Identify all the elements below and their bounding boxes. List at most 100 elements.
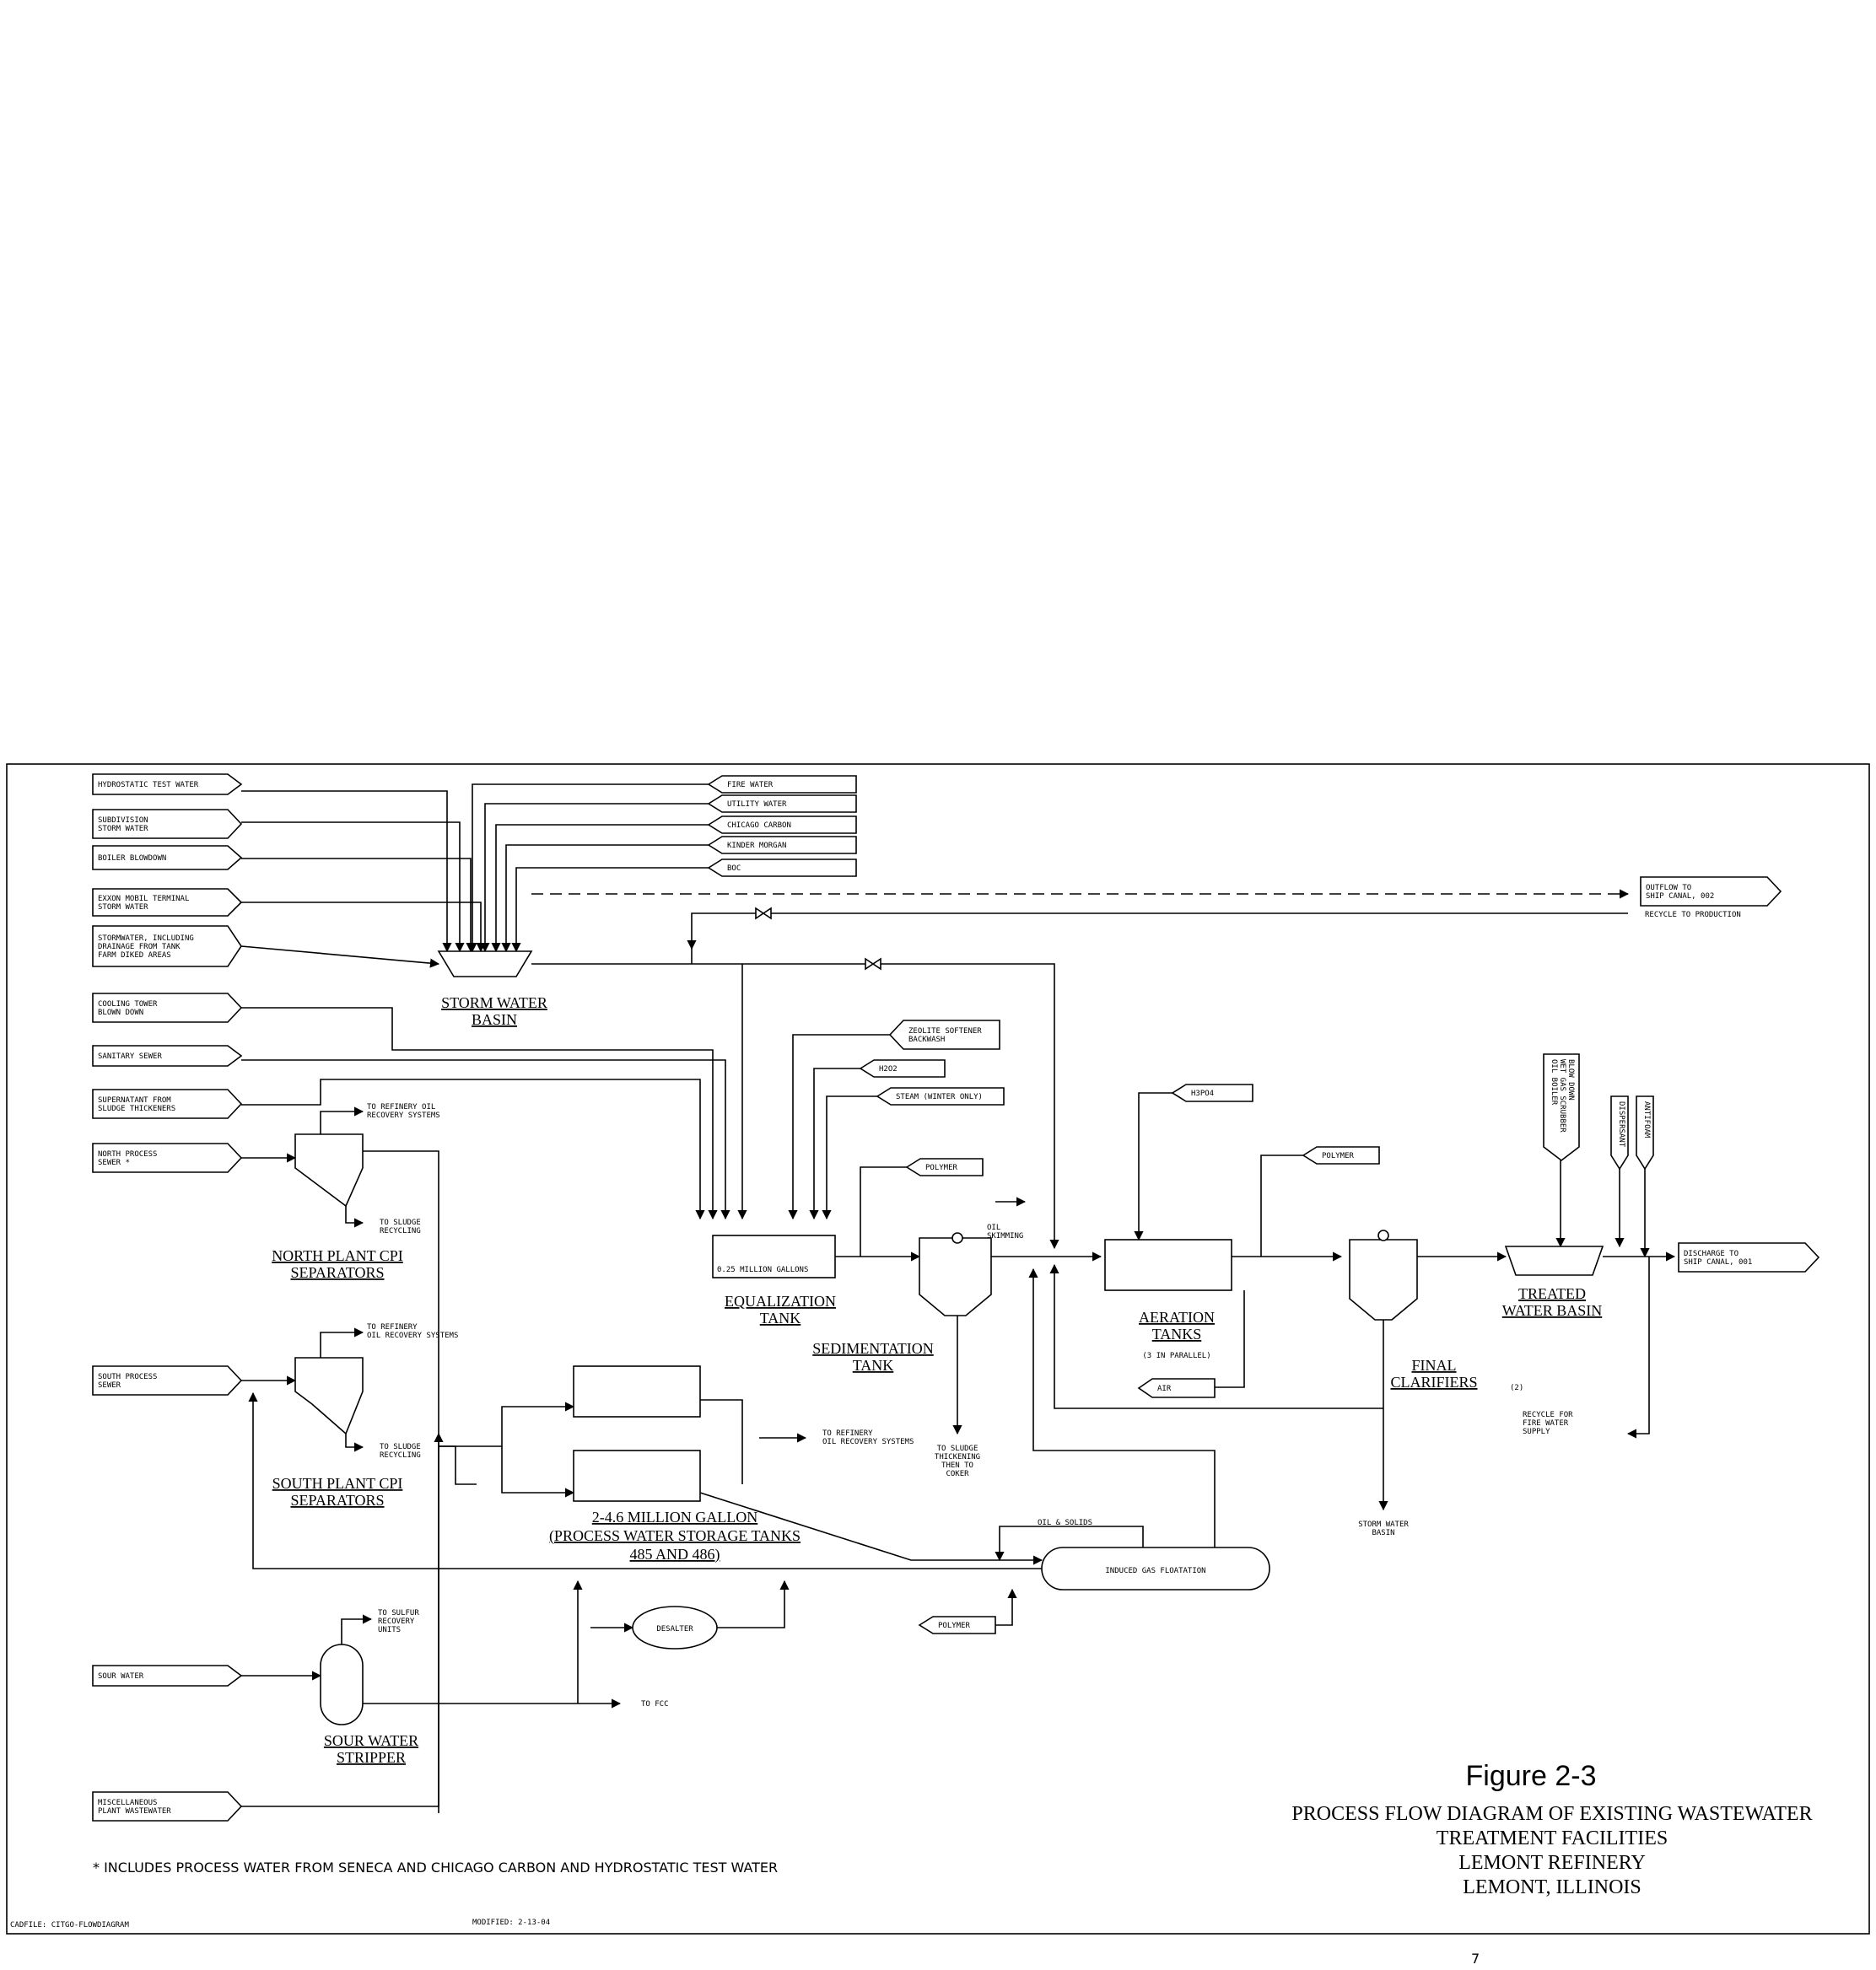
oil-boiler-tag-text: OIL BOILER (1550, 1059, 1558, 1106)
h2o2-tag-text: H2O2 (879, 1065, 898, 1074)
storm-feed-top-1 (467, 783, 709, 953)
oil-boiler-tag (1543, 1053, 1580, 1162)
igf-recycle-line (248, 1391, 1042, 1569)
steam-tag (876, 1087, 1005, 1106)
north-oil-line (320, 1106, 364, 1134)
input-tag-3-text: BOILER BLOWDOWN (98, 854, 166, 863)
input-tag-top-4-text: KINDER MORGAN (727, 842, 786, 850)
supernatant-line (241, 1079, 705, 1220)
input-tag-4 (92, 888, 243, 917)
input-tag-7-text: SANITARY SEWER (98, 1052, 162, 1061)
polymer-tag-2-text: POLYMER (1322, 1152, 1355, 1160)
storm-water-basin (437, 950, 533, 977)
figure-title-line-1: PROCESS FLOW DIAGRAM OF EXISTING WASTEWA… (1291, 1803, 1812, 1825)
steam-tag-text: STEAM (WINTER ONLY) (896, 1093, 983, 1101)
clarifier-recycle-line (1049, 1263, 1383, 1409)
sanitary-sewer-line (241, 1059, 730, 1220)
input-tag-6 (92, 993, 243, 1023)
input-tag-top-4 (707, 836, 857, 854)
south-cpi-separator (294, 1357, 364, 1435)
dispersant-tag (1610, 1095, 1629, 1171)
desalter (632, 1606, 718, 1650)
desalter-text: DESALTER (656, 1625, 693, 1634)
input-tag-11 (92, 1665, 243, 1687)
valve-1 (865, 957, 881, 971)
oil-solids-line (995, 1526, 1144, 1562)
h2o2-line (809, 1068, 860, 1220)
igf-to-aeration-line (1028, 1268, 1216, 1547)
south-effluent-join (439, 1445, 477, 1485)
valve-2 (755, 907, 772, 920)
aeration-sub-text: (3 IN PARALLEL) (1142, 1352, 1210, 1360)
eq-capacity-text: 0.25 MILLION GALLONS (717, 1266, 808, 1274)
desalter-out-line (717, 1580, 790, 1628)
antifoam-tag-text: ANTIFOAM (1642, 1101, 1651, 1138)
to-fcc-text: TO FCC (641, 1700, 669, 1709)
input-tag-7 (92, 1045, 243, 1067)
h3po4-tag (1171, 1084, 1253, 1102)
input-tag-top-1 (707, 775, 857, 794)
aeration-tanks (1104, 1239, 1232, 1291)
input-tag-top-2 (707, 794, 857, 813)
north-sludge-line (345, 1206, 364, 1228)
cad-file-label: CADFILE: CITGO-FLOWDIAGRAM (10, 1921, 129, 1930)
to-storage-1-line (439, 1402, 575, 1447)
recycle-fire-line (1626, 1257, 1650, 1439)
input-tag-8 (92, 1089, 243, 1119)
final-clarifiers-count-text: (2) (1510, 1384, 1523, 1392)
input-tag-1 (92, 773, 243, 795)
storm-feed-top-5 (511, 867, 709, 953)
storm-feed-1 (241, 790, 452, 953)
storm-feed-2 (241, 821, 465, 953)
igf-text: INDUCED GAS FLOATATION (1105, 1567, 1205, 1575)
input-tag-12 (92, 1791, 243, 1822)
input-tag-2 (92, 809, 243, 839)
storage-tank-486 (573, 1450, 701, 1502)
input-tag-9 (92, 1143, 243, 1173)
south-sludge-line (345, 1434, 364, 1452)
oil-boiler-tag-text: BLOW DOWN (1566, 1059, 1575, 1101)
polymer-tag-3 (918, 1616, 996, 1634)
input-tag-5 (92, 925, 242, 967)
storm-outlet-line (531, 963, 1059, 1250)
input-tag-top-1-text: FIRE WATER (727, 781, 774, 789)
polymer-tag-1-text: POLYMER (925, 1164, 958, 1172)
oil-boiler-tag-text: WET GAS SCRUBBER (1558, 1059, 1566, 1133)
sour-water-stripper (320, 1644, 364, 1725)
input-tag-10 (92, 1365, 243, 1396)
recycle-production-text: RECYCLE TO PRODUCTION (1645, 911, 1741, 919)
polymer-1-line (860, 1166, 907, 1257)
input-tag-top-5 (707, 859, 857, 877)
input-tag-1-text: HYDROSTATIC TEST WATER (98, 781, 199, 789)
storage-tanks-label: 2-4.6 MILLION GALLON(PROCESS WATER STORA… (549, 1509, 801, 1564)
figure-title-line-4: LEMONT, ILLINOIS (1463, 1876, 1642, 1898)
final-clarifiers (1349, 1239, 1418, 1321)
storm-feed-5 (240, 945, 440, 968)
south-oil-line (320, 1327, 364, 1358)
polymer-tag-2 (1302, 1146, 1380, 1165)
modified-date-label: MODIFIED: 2-13-04 (472, 1919, 550, 1927)
figure-number: Figure 2-3 (1466, 1760, 1597, 1792)
